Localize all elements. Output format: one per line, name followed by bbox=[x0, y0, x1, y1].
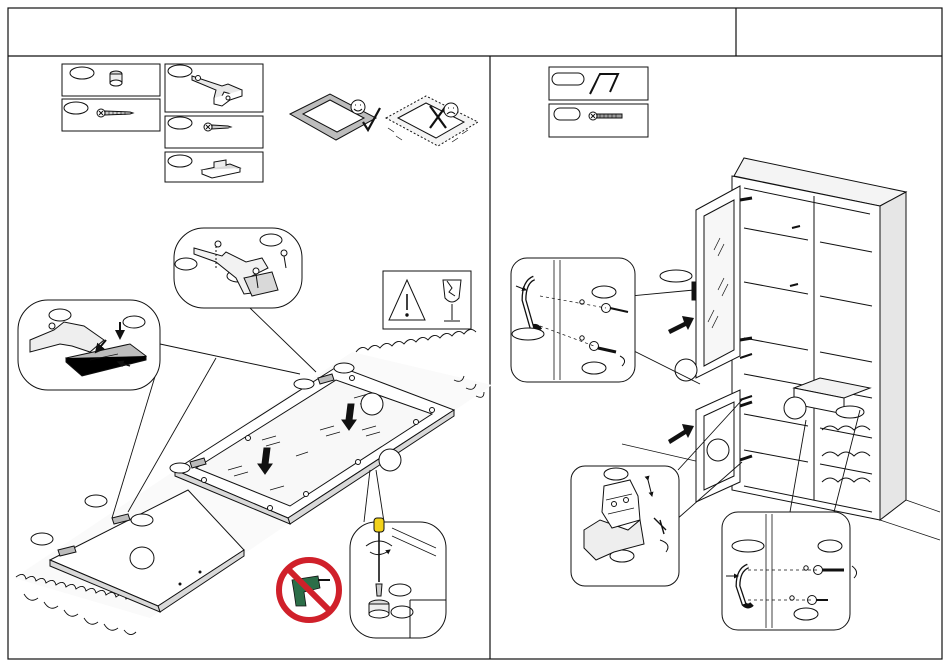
upper-handle-callout bbox=[511, 258, 692, 382]
part-short-screw bbox=[165, 116, 263, 148]
part-mounting-plate bbox=[165, 152, 263, 182]
right-parts-list bbox=[549, 67, 648, 137]
fragile-glass-warning bbox=[383, 271, 471, 329]
hard-surface-incorrect bbox=[386, 96, 478, 146]
left-parts-list bbox=[62, 64, 263, 182]
part-handle-screw bbox=[549, 104, 648, 137]
surface-note bbox=[290, 94, 478, 146]
hinge-screw-callout bbox=[174, 228, 302, 308]
plate-clip-callout bbox=[18, 300, 160, 390]
part-long-screw bbox=[62, 99, 160, 131]
no-power-drill bbox=[279, 560, 339, 620]
place-on-soft-surface-correct bbox=[290, 94, 380, 140]
cam-lock-icon bbox=[110, 71, 122, 86]
lower-handle-callout bbox=[722, 512, 857, 630]
hinge-adjust-callout bbox=[571, 466, 679, 586]
part-door-handle bbox=[549, 67, 648, 100]
screwdriver-callout bbox=[350, 518, 446, 638]
part-hinge bbox=[165, 64, 263, 112]
part-cam-lock bbox=[62, 64, 160, 96]
